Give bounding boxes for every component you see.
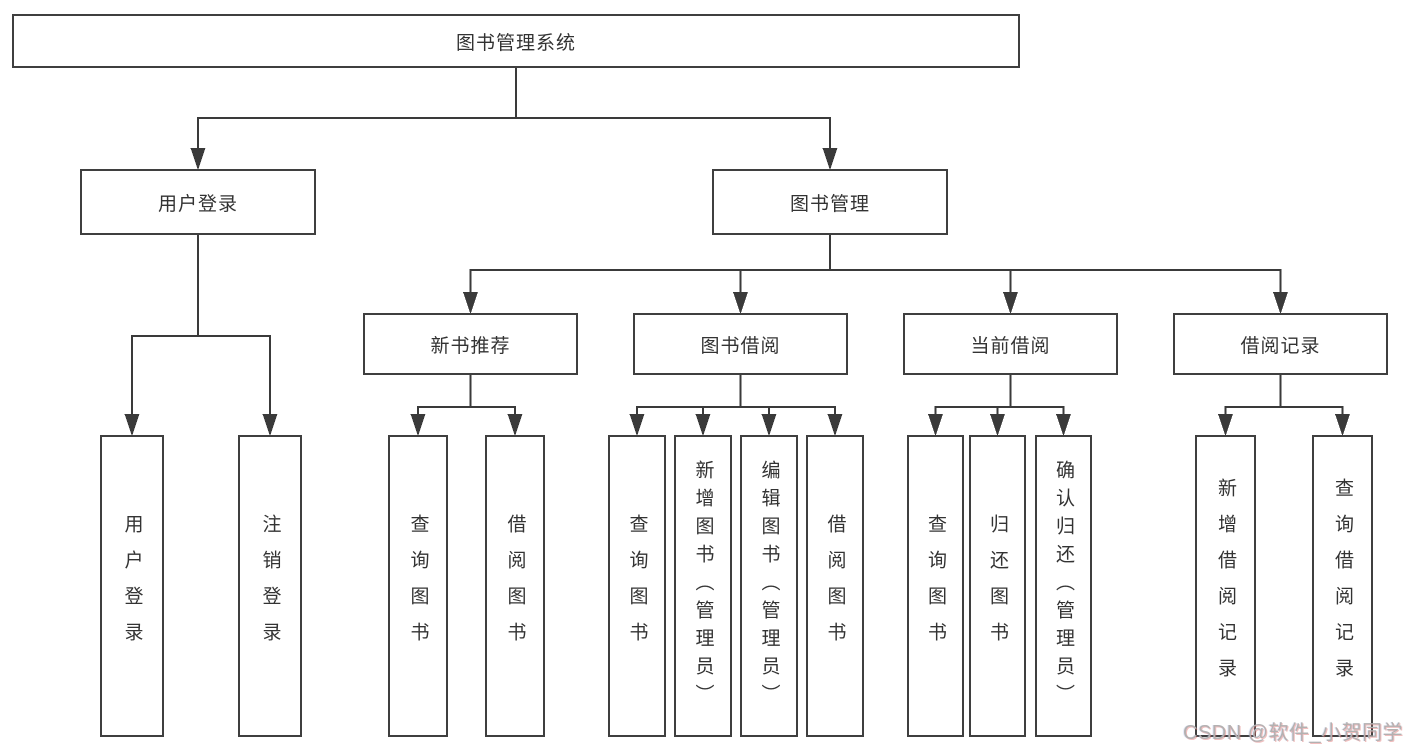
diagram-node-rec-borrow: 借阅图书: [485, 435, 545, 737]
diagram-node-logout: 注销登录: [238, 435, 302, 737]
arrowhead-icon: [827, 414, 843, 436]
node-label: 注销登录: [259, 514, 281, 658]
arrowhead-icon: [1056, 414, 1071, 436]
node-label: 图书借阅: [700, 335, 781, 357]
arrowhead-icon: [1003, 292, 1018, 314]
diagram-node-root: 图书管理系统: [12, 14, 1020, 68]
diagram-node-current-borrow: 当前借阅: [903, 313, 1118, 375]
node-label: 确认归还（管理员）: [1053, 460, 1074, 712]
node-label: 编辑图书（管理员）: [758, 460, 780, 712]
diagram-node-bb-borrow: 借阅图书: [806, 435, 864, 737]
node-label: 新增图书（管理员）: [692, 460, 714, 712]
node-label: 借阅图书: [824, 514, 846, 658]
diagram-node-user-login: 用户登录: [80, 169, 316, 235]
diagram-node-cb-return: 归还图书: [969, 435, 1026, 737]
diagram-node-br-query: 查询借阅记录: [1312, 435, 1373, 737]
arrowhead-icon: [262, 414, 278, 436]
arrowhead-icon: [822, 148, 838, 170]
node-label: 借阅图书: [504, 514, 526, 658]
arrowhead-icon: [1273, 292, 1288, 314]
node-label: 借阅记录: [1240, 335, 1321, 357]
diagram-node-login: 用户登录: [100, 435, 164, 737]
diagram-node-cb-confirm: 确认归还（管理员）: [1035, 435, 1092, 737]
diagram-node-borrow-records: 借阅记录: [1173, 313, 1388, 375]
arrowhead-icon: [990, 414, 1005, 436]
diagram-node-bb-add: 新增图书（管理员）: [674, 435, 732, 737]
diagram-node-book-borrow: 图书借阅: [633, 313, 848, 375]
arrowhead-icon: [761, 414, 777, 436]
arrowhead-icon: [629, 414, 645, 436]
arrowhead-icon: [410, 414, 426, 436]
arrowhead-icon: [463, 292, 478, 314]
arrowhead-icon: [124, 414, 140, 436]
node-label: 查询图书: [925, 514, 946, 658]
node-label: 查询图书: [407, 514, 429, 658]
arrowhead-icon: [1218, 414, 1233, 436]
diagram-node-book-mgmt: 图书管理: [712, 169, 948, 235]
diagram-node-cb-query: 查询图书: [907, 435, 964, 737]
node-label: 用户登录: [157, 193, 238, 215]
node-label: 图书管理系统: [455, 32, 576, 54]
node-label: 查询图书: [626, 514, 648, 658]
node-label: 归还图书: [987, 514, 1008, 658]
node-label: 当前借阅: [970, 335, 1051, 357]
node-label: 新书推荐: [430, 335, 511, 357]
diagram-node-bb-edit: 编辑图书（管理员）: [740, 435, 798, 737]
arrowhead-icon: [695, 414, 711, 436]
diagram-node-new-book-rec: 新书推荐: [363, 313, 578, 375]
node-label: 新增借阅记录: [1215, 478, 1236, 694]
arrowhead-icon: [928, 414, 943, 436]
node-label: 图书管理: [789, 193, 870, 215]
arrowhead-icon: [733, 292, 748, 314]
diagram-node-bb-query: 查询图书: [608, 435, 666, 737]
arrowhead-icon: [507, 414, 523, 436]
arrowhead-icon: [190, 148, 206, 170]
diagram-node-br-add: 新增借阅记录: [1195, 435, 1256, 737]
node-label: 查询借阅记录: [1332, 478, 1353, 694]
node-label: 用户登录: [121, 514, 143, 658]
diagram-node-rec-query: 查询图书: [388, 435, 448, 737]
arrowhead-icon: [1335, 414, 1350, 436]
